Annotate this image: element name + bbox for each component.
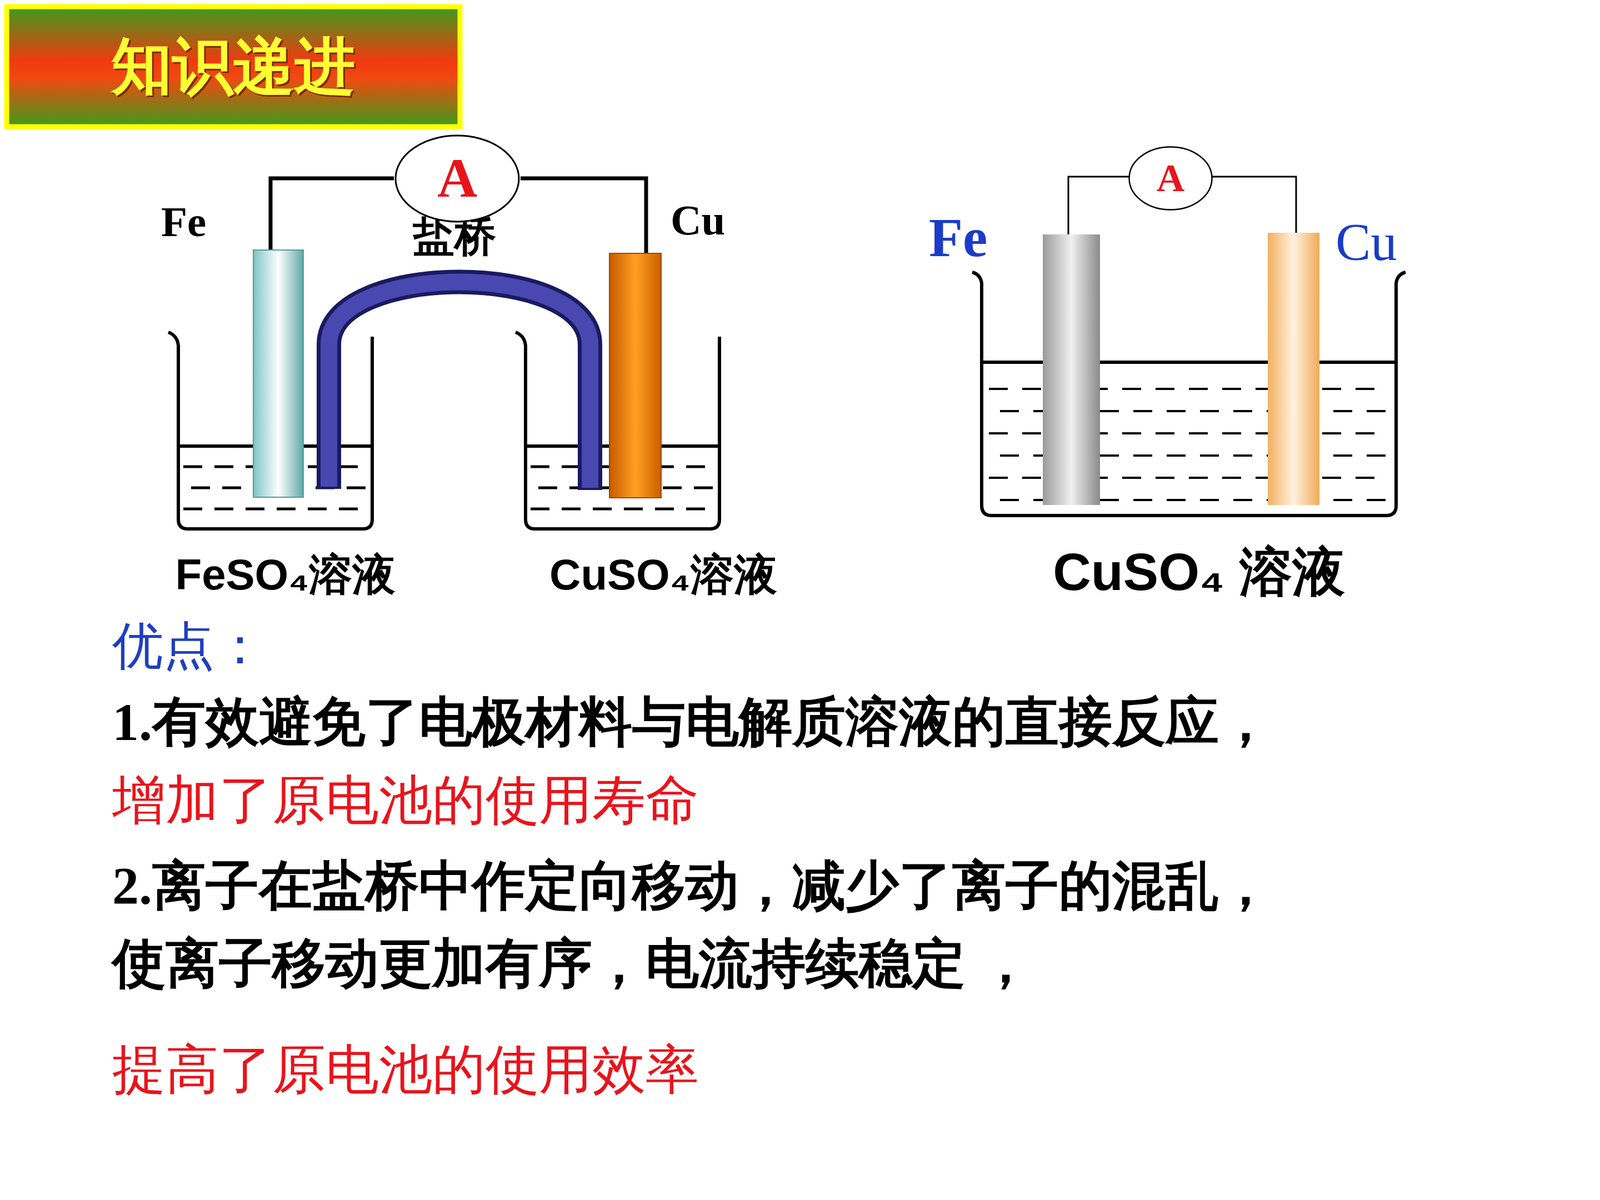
solution-label: FeSO₄溶液 [175, 550, 397, 600]
note-text: 提高了原电池的使用效率 [112, 1038, 699, 1100]
beaker [972, 272, 1406, 516]
ammeter: A [393, 133, 521, 224]
ammeter: A [1127, 145, 1214, 212]
copper-electrode [1267, 232, 1320, 505]
electrode-label: Cu [670, 195, 725, 245]
iron-electrode [1042, 234, 1100, 505]
ammeter-outline [1129, 147, 1213, 210]
title-panel [6, 6, 460, 127]
salt-bridge [328, 282, 590, 491]
salt-bridge-fill [328, 282, 590, 489]
ammeter-symbol: A [437, 150, 478, 207]
electrode-label: Fe [161, 197, 207, 247]
electrode-label: Fe [928, 205, 988, 270]
ammeter-outline [395, 135, 519, 222]
copper-electrode [609, 253, 662, 498]
iron-electrode [253, 250, 304, 498]
ammeter-symbol: A [1156, 158, 1185, 198]
heading-text: 优点： [112, 616, 266, 676]
electrode-label: Cu [1335, 212, 1398, 273]
solution-label: CuSO₄溶液 [549, 550, 778, 600]
note-text: 增加了原电池的使用寿命 [112, 769, 699, 831]
note-text: 2.离子在盐桥中作定向移动，减少了离子的混乱， 使离子移动更加有序，电流持续稳定… [112, 847, 1279, 1003]
solution-label: CuSO₄ 溶液 [1052, 541, 1345, 603]
slide-title: 知识递进 [111, 31, 356, 103]
note-text: 1.有效避免了电极材料与电解质溶液的直接反应， [112, 691, 1273, 753]
